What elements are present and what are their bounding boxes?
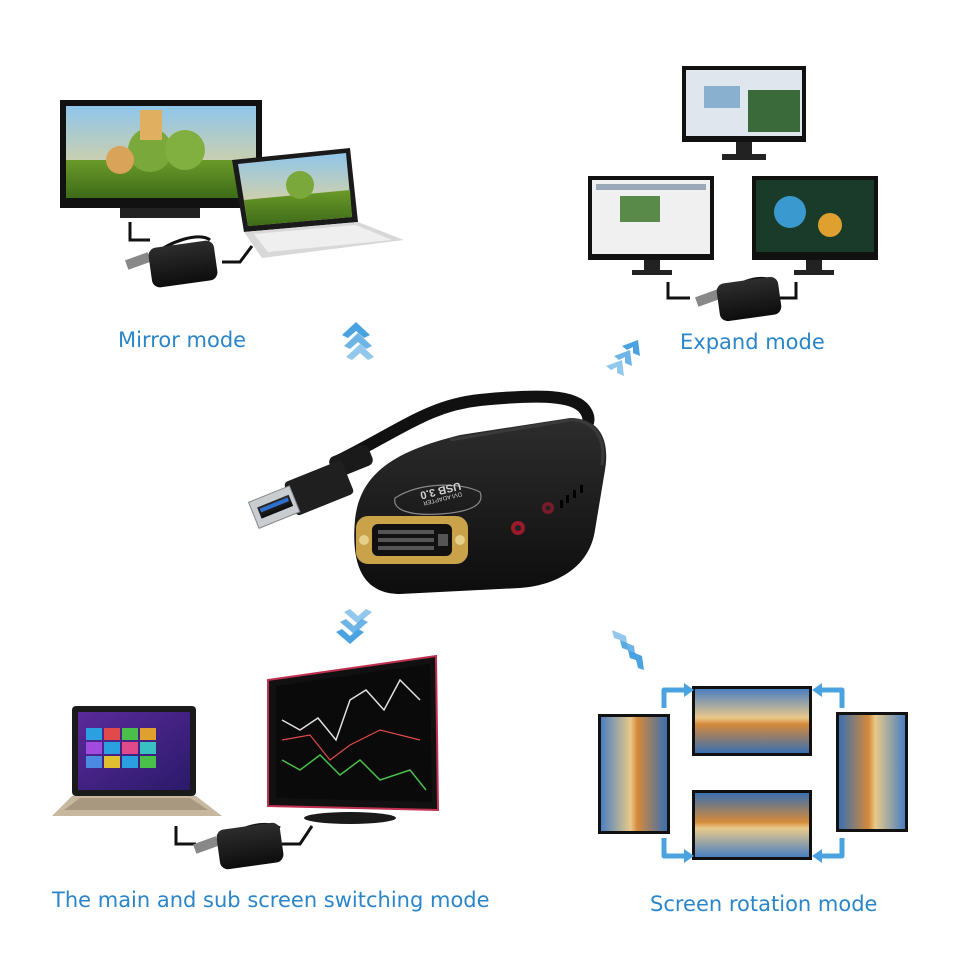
rotation-mode-illustration xyxy=(598,683,908,863)
mirror-mode-label: Mirror mode xyxy=(118,328,247,352)
usb-dvi-adapter xyxy=(247,390,607,594)
switching-mode-label: The main and sub screen switching mode xyxy=(52,888,490,912)
mirror-mode-illustration xyxy=(60,100,404,288)
expand-mode-label: Expand mode xyxy=(680,330,825,354)
rotation-mode-label: Screen rotation mode xyxy=(650,892,878,916)
arrow-up-left-icon xyxy=(342,322,374,360)
switching-mode-illustration xyxy=(52,654,440,870)
arrow-down-right-icon xyxy=(612,630,644,670)
arrow-up-right-icon xyxy=(606,340,640,376)
expand-mode-illustration xyxy=(588,66,878,322)
arrow-down-left-icon xyxy=(336,609,372,644)
